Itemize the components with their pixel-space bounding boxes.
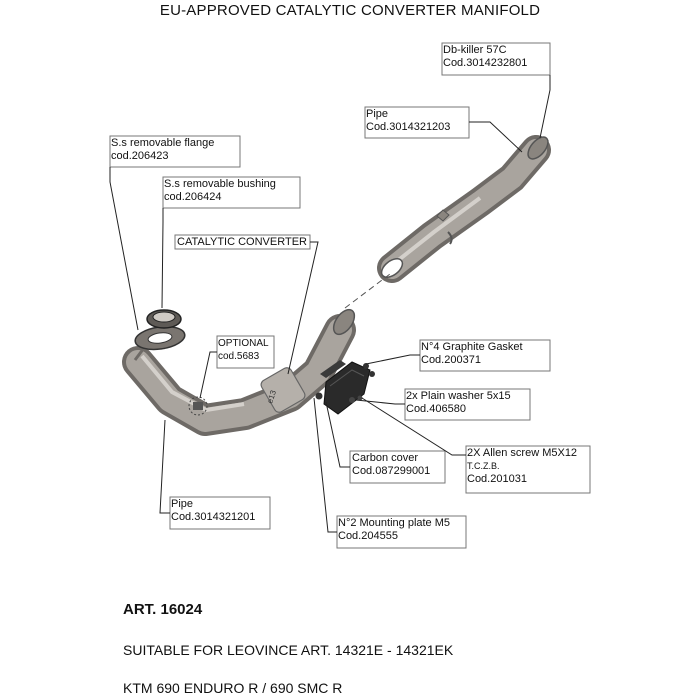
mounting-plate-code: Cod.204555 (338, 530, 398, 542)
removable-flange (134, 325, 186, 351)
bushing-code: cod.206424 (164, 191, 222, 203)
label-optional: OPTIONAL cod.5683 (218, 337, 269, 363)
diagram-title: EU-APPROVED CATALYTIC CONVERTER MANIFOLD (159, 2, 541, 19)
label-carbon-cover: Carbon cover Cod.087299001 (352, 452, 430, 478)
allen-screw-spec: T.C.Z.B. (467, 461, 500, 471)
optional-sensor-plug (188, 396, 208, 416)
pipe-upper-code: Cod.3014321203 (366, 121, 451, 133)
lower-pipe-manifold: e13 (122, 308, 356, 436)
article-number: ART. 16024 (123, 601, 203, 618)
bushing-name: S.s removable bushing (164, 178, 276, 190)
allen-screw-name: 2X Allen screw M5X12 (467, 447, 578, 459)
allen-screw-code: Cod.201031 (467, 473, 527, 485)
optional-code: cod.5683 (218, 351, 260, 362)
carbon-cover (323, 361, 371, 415)
washers-and-screws (315, 392, 363, 403)
gasket-code: Cod.200371 (421, 354, 481, 366)
flange-code: cod.206423 (111, 150, 169, 162)
db-killer-name: Db-killer 57C (443, 44, 507, 56)
pipe-upper-name: Pipe (366, 108, 389, 120)
carbon-cover-code: Cod.087299001 (352, 465, 431, 477)
label-bushing: S.s removable bushing cod.206424 (164, 178, 276, 204)
leader-lines (109, 75, 551, 533)
graphite-gasket (320, 360, 375, 378)
pipe-lower-name: Pipe (171, 498, 194, 510)
mounting-plate-name: N°2 Mounting plate M5 (338, 517, 451, 529)
label-db-killer: Db-killer 57C Cod.3014232801 (443, 44, 527, 70)
washer-code: Cod.406580 (406, 403, 466, 415)
label-mounting-plate: N°2 Mounting plate M5 Cod.204555 (338, 517, 450, 543)
label-allen-screw: 2X Allen screw M5X12 T.C.Z.B. Cod.201031 (467, 447, 577, 486)
removable-bushing (146, 309, 182, 329)
suitable-for: SUITABLE FOR LEOVINCE ART. 14321E - 1432… (123, 642, 454, 658)
optional-name: OPTIONAL (218, 338, 269, 349)
catalytic-converter-name: CATALYTIC CONVERTER (177, 236, 307, 248)
svg-text:e13: e13 (265, 389, 278, 405)
pipe-lower-code: Cod.3014321201 (171, 511, 256, 523)
label-catalytic-converter: CATALYTIC CONVERTER (177, 236, 307, 249)
label-flange: S.s removable flange cod.206423 (111, 137, 214, 163)
label-plain-washer: 2x Plain washer 5x15 Cod.406580 (406, 390, 511, 416)
carbon-cover-name: Carbon cover (352, 452, 419, 464)
flange-name: S.s removable flange (111, 137, 215, 149)
bike-models: KTM 690 ENDURO R / 690 SMC R (123, 680, 343, 696)
label-pipe-lower: Pipe Cod.3014321201 (171, 498, 255, 524)
label-graphite-gasket: N°4 Graphite Gasket Cod.200371 (421, 341, 523, 367)
db-killer-code: Cod.3014232801 (443, 57, 528, 69)
washer-name: 2x Plain washer 5x15 (406, 390, 511, 402)
upper-pipe (377, 135, 551, 283)
gasket-name: N°4 Graphite Gasket (421, 341, 523, 353)
label-pipe-upper: Pipe Cod.3014321203 (366, 108, 450, 134)
